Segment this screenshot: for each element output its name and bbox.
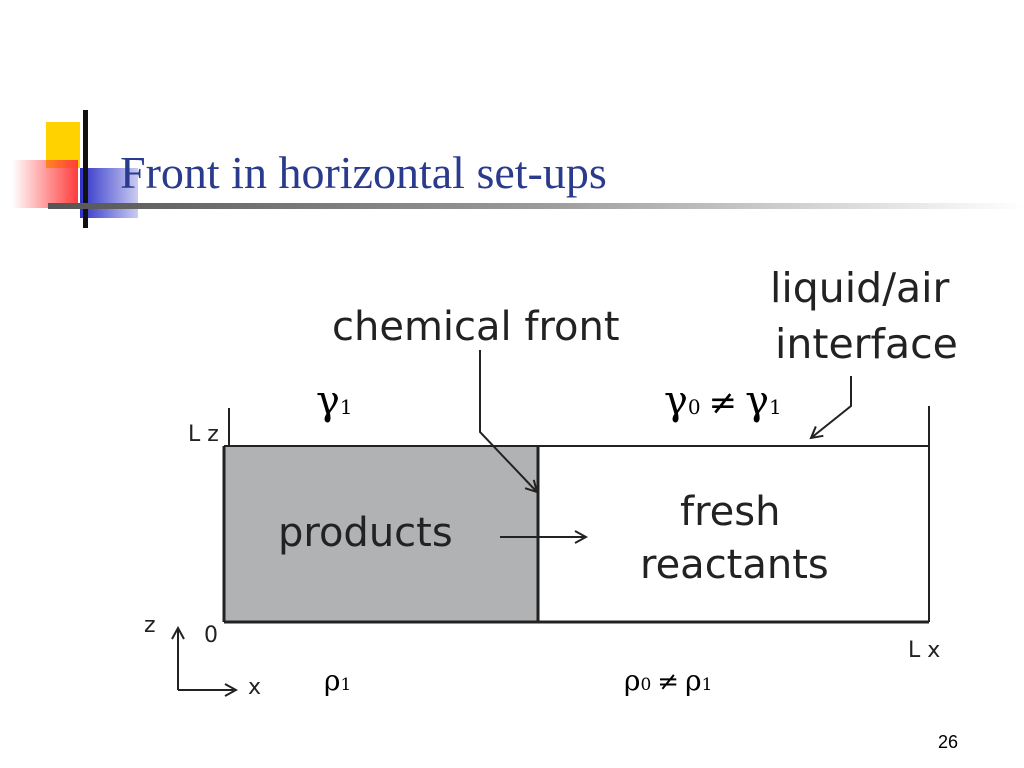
reactants-label: reactants	[640, 542, 829, 588]
origin-zero-label: 0	[204, 623, 218, 648]
deco-red-square	[12, 160, 78, 208]
interface-arrow	[811, 376, 852, 438]
x-axis-label: x	[248, 675, 261, 700]
z-axis-label: z	[144, 613, 156, 638]
fresh-label: fresh	[680, 489, 780, 535]
deco-vertical-bar	[83, 110, 88, 228]
chemical-front-arrow	[479, 350, 537, 492]
liquid-air-label-line2: interface	[775, 320, 958, 368]
rho-0-neq-rho-1-label: ρ0≠ρ1	[624, 664, 712, 697]
lz-label: L z	[188, 422, 219, 447]
slide-corner-decoration	[12, 110, 1024, 228]
slide-title: Front in horizontal set-ups	[120, 147, 607, 198]
deco-blue-square	[80, 168, 138, 218]
page-number: 26	[938, 732, 959, 752]
liquid-air-label-line1: liquid/air	[770, 264, 950, 312]
products-label: products	[278, 510, 453, 556]
chemical-front-label: chemical front	[332, 304, 620, 350]
coordinate-axes: z x	[144, 613, 261, 700]
lx-label: L x	[908, 638, 940, 663]
title-underline	[48, 203, 1024, 209]
rho-1-label: ρ1	[324, 664, 351, 697]
gamma-1-label: γ1	[316, 378, 353, 424]
products-region	[224, 446, 538, 622]
gamma-0-neq-gamma-1-label: γ0≠γ1	[664, 378, 782, 424]
